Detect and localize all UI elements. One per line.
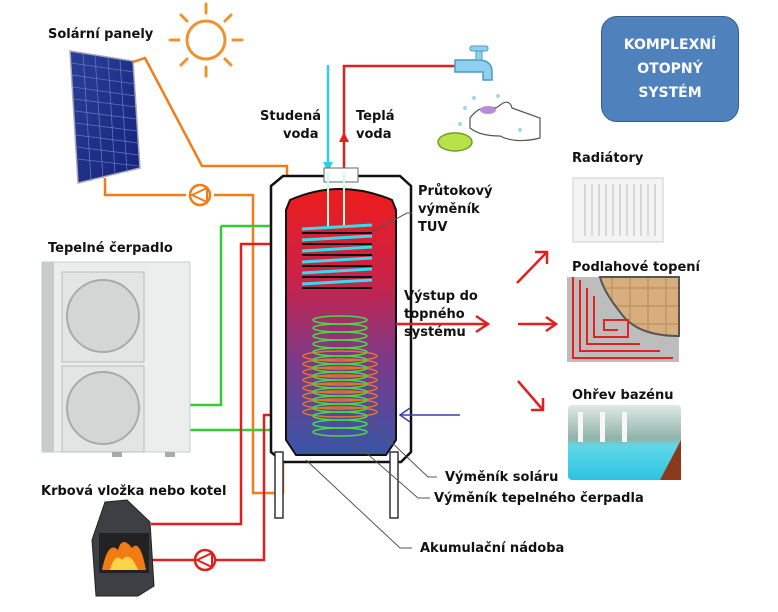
title-box: KOMPLEXNÍ OTOPNÝ SYSTÉM bbox=[601, 16, 739, 122]
label-output-line-3: systému bbox=[404, 325, 466, 340]
label-cold-water-line-1: Studená bbox=[260, 109, 321, 124]
solar-panel-image bbox=[69, 50, 141, 184]
label-floor-heating: Podlahové topení bbox=[572, 260, 700, 275]
fireplace-image bbox=[91, 499, 155, 597]
distribution-arrows bbox=[516, 250, 559, 412]
storage-tank bbox=[269, 167, 413, 519]
label-cold-water: Studená voda bbox=[260, 108, 321, 144]
label-dhw-line-3: TUV bbox=[418, 220, 448, 235]
label-hot-water-line-2: voda bbox=[356, 127, 392, 142]
label-storage-tank: Akumulační nádoba bbox=[420, 541, 565, 556]
label-heat-pump: Tepelné čerpadlo bbox=[48, 241, 173, 256]
label-hot-water-line-1: Teplá bbox=[356, 109, 395, 124]
washing-hands-icon bbox=[437, 94, 541, 152]
heat-pump-image bbox=[41, 261, 191, 457]
label-pool-heating: Ohřev bazénu bbox=[572, 388, 674, 403]
return-arrow-icon bbox=[398, 407, 460, 423]
heating-output-arrow-icon bbox=[396, 314, 491, 334]
label-solar-exchanger: Výměník soláru bbox=[445, 470, 559, 485]
dhw-exchanger-coil bbox=[301, 223, 373, 289]
faucet-icon bbox=[454, 45, 493, 81]
label-fireplace: Krbová vložka nebo kotel bbox=[41, 484, 227, 499]
radiator-image bbox=[572, 177, 664, 243]
boiler-pump-icon bbox=[193, 548, 217, 572]
label-dhw-line-2: výměník bbox=[418, 202, 480, 217]
leader-lines bbox=[305, 212, 437, 549]
title-line-1: KOMPLEXNÍ bbox=[623, 37, 717, 53]
label-dhw-exchanger: Průtokový výměník TUV bbox=[418, 183, 493, 237]
label-dhw-line-1: Průtokový bbox=[418, 184, 493, 199]
heat-pump-exchanger-coil bbox=[312, 315, 368, 437]
label-cold-water-line-2: voda bbox=[283, 127, 319, 142]
pool-image bbox=[568, 405, 681, 480]
hot-water-arrow-icon bbox=[339, 132, 349, 142]
solar-pump-icon bbox=[188, 183, 212, 207]
label-output-line-1: Výstup do bbox=[404, 289, 478, 304]
floor-heating-image bbox=[567, 276, 680, 362]
label-solar-panels: Solární panely bbox=[48, 27, 154, 42]
title-line-3: SYSTÉM bbox=[638, 85, 702, 101]
label-heating-output: Výstup do topného systému bbox=[404, 288, 478, 342]
sun-icon bbox=[168, 2, 244, 78]
cold-water-pipe bbox=[323, 65, 333, 172]
label-hot-water: Teplá voda bbox=[356, 108, 395, 144]
title-line-2: OTOPNÝ bbox=[637, 61, 703, 77]
solar-exchanger-coil bbox=[302, 350, 378, 418]
label-radiators: Radiátory bbox=[572, 151, 644, 166]
label-heat-pump-exchanger: Výměník tepelného čerpadla bbox=[434, 491, 644, 506]
label-output-line-2: topného bbox=[404, 307, 465, 322]
